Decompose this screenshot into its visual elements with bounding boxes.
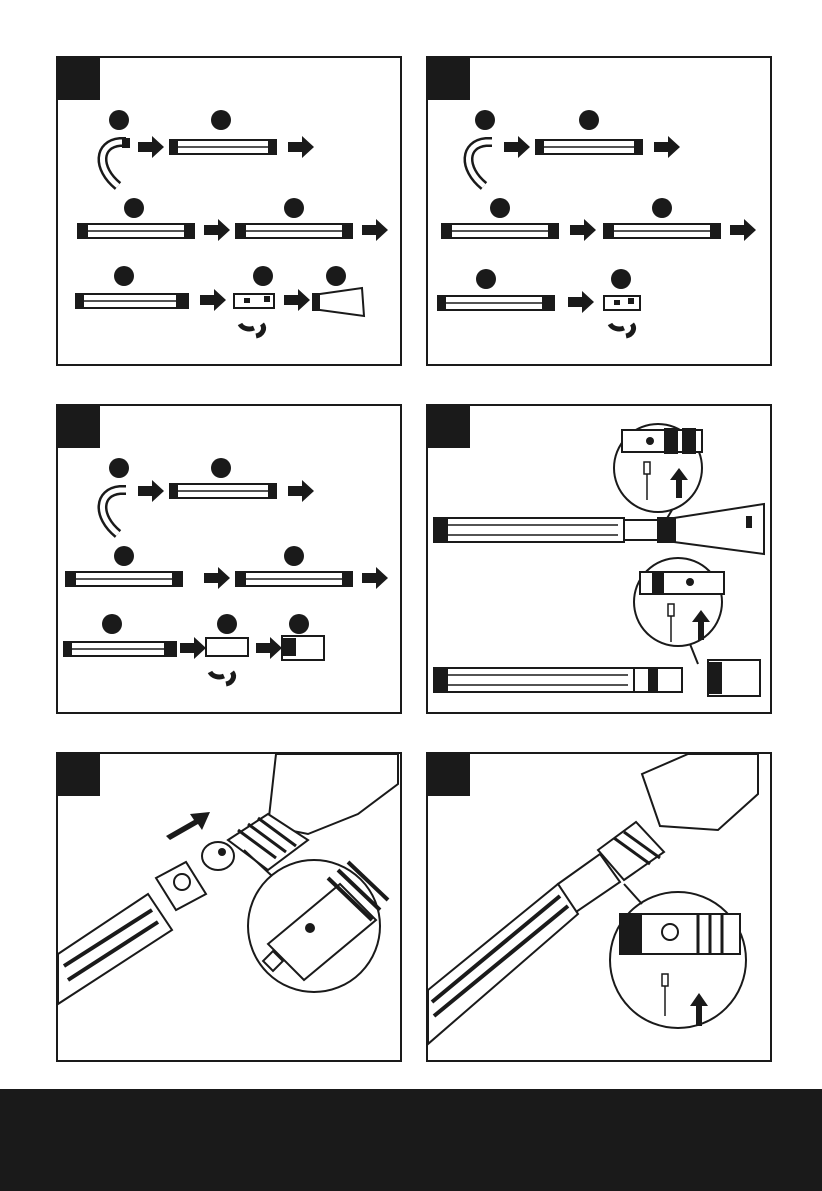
flat-nozzle: [313, 288, 364, 316]
blower-outlet: [202, 842, 234, 870]
lock-collar: [206, 638, 248, 656]
lock-collar: [604, 296, 640, 310]
arrow-icon: [654, 136, 680, 158]
part-marker: [124, 198, 144, 218]
tube-insert-diagram: [58, 754, 402, 1062]
arrow-icon: [204, 567, 230, 589]
magnifier-detail: [610, 892, 746, 1028]
part-marker: [326, 266, 346, 286]
insert-arrow-icon: [166, 812, 210, 840]
arrow-icon: [288, 136, 314, 158]
blower-body: [268, 754, 398, 834]
part-marker: [114, 266, 134, 286]
figure-panel-4: [426, 404, 772, 714]
rotate-arrow-icon: [610, 324, 624, 329]
part-marker: [109, 110, 129, 130]
part-marker: [284, 198, 304, 218]
arrow-icon: [570, 219, 596, 241]
assembly-diagram-2: [428, 58, 772, 366]
figure-panel-1: [56, 56, 402, 366]
arrow-icon: [568, 291, 594, 313]
straight-tube: [428, 884, 578, 1044]
part-marker: [253, 266, 273, 286]
blower-body: [642, 754, 758, 830]
arrow-icon: [284, 289, 310, 311]
tube-secure-diagram: [428, 754, 772, 1062]
arrow-icon: [138, 136, 164, 158]
arrow-icon: [138, 480, 164, 502]
straight-tube: [434, 668, 634, 692]
arrow-icon: [504, 136, 530, 158]
figure-panel-5: [56, 752, 402, 1062]
assembly-diagram-1: [58, 58, 402, 366]
arrow-icon: [362, 219, 388, 241]
arrow-icon: [200, 289, 226, 311]
assembly-diagram-3: [58, 406, 402, 714]
figure-panel-6: [426, 752, 772, 1062]
arrow-icon: [256, 637, 282, 659]
page-footer-band: [0, 1089, 822, 1191]
figure-panel-2: [426, 56, 772, 366]
part-marker: [211, 110, 231, 130]
arrow-icon: [288, 480, 314, 502]
arrow-icon: [204, 219, 230, 241]
arrow-icon: [730, 219, 756, 241]
straight-tube: [434, 518, 624, 542]
rotate-arrow-icon: [210, 672, 224, 677]
figure-panel-3: [56, 404, 402, 714]
tube-lock-diagram: [428, 406, 772, 714]
arrow-icon: [362, 567, 388, 589]
rotate-arrow-icon: [240, 324, 254, 329]
arrow-icon: [180, 637, 206, 659]
